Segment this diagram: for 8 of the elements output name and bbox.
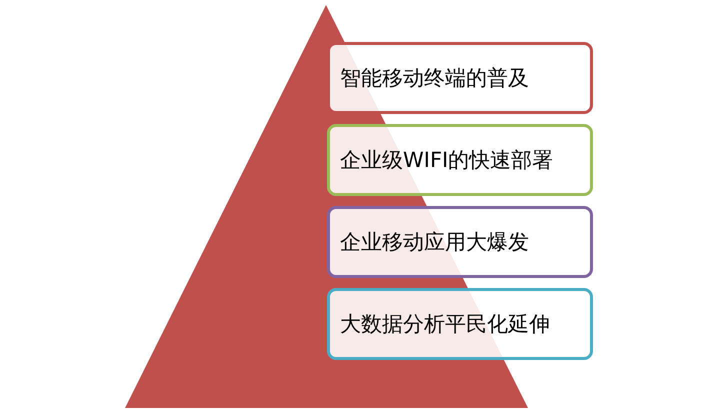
box-label: 智能移动终端的普及: [340, 65, 529, 92]
box-label: 企业级WIFI的快速部署: [340, 147, 554, 174]
text-box: [327, 206, 593, 278]
text-box: [327, 42, 593, 114]
text-box: [327, 288, 593, 360]
box-label: 企业移动应用大爆发: [340, 229, 529, 256]
text-box: [327, 124, 593, 196]
box-label: 大数据分析平民化延伸: [340, 311, 550, 338]
